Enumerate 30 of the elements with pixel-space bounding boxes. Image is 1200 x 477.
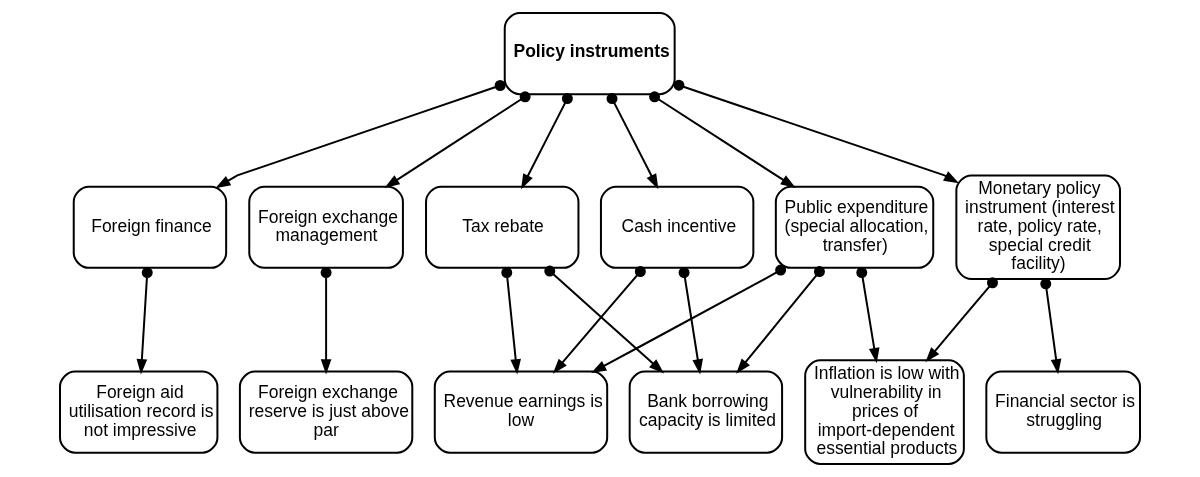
arrow (1040, 278, 1062, 375)
arrow (501, 267, 521, 375)
arrow (856, 267, 880, 364)
node-box: Foreign exchange management (248, 185, 404, 269)
arrow (678, 267, 704, 375)
arrow (384, 91, 531, 189)
arrow (544, 265, 665, 374)
node-box: Cash incentive (599, 185, 755, 269)
arrow (649, 91, 796, 189)
arrow (606, 93, 659, 190)
node-box: Public expenditure (special allocation, transfer) (774, 185, 935, 269)
arrow (673, 79, 960, 184)
arrow (552, 266, 646, 374)
arrow (925, 277, 998, 363)
node-box: Foreign exchange reserve is just above par (238, 370, 414, 454)
node-box: Inflation is low with vulnerability in prices of import-dependent essential products (804, 359, 965, 465)
node-box: Financial sector is struggling (985, 370, 1141, 454)
node-box: Revenue earnings is low (433, 370, 609, 454)
arrow (320, 267, 332, 375)
node-box: Policy instruments (503, 12, 676, 96)
arrow (136, 267, 153, 375)
node-box: Tax rebate (425, 185, 580, 269)
node-box: Monetary policy instrument (interest rate, policy rate, special credit facility) (955, 174, 1121, 281)
arrow (591, 264, 787, 373)
node-box: Foreign aid utilisation record is not impressive (59, 370, 219, 454)
arrow (215, 80, 506, 189)
node-box: Bank borrowing capacity is limited (628, 370, 784, 454)
node-box: Foreign finance (72, 185, 228, 269)
arrow (521, 93, 573, 190)
arrow (736, 266, 825, 374)
